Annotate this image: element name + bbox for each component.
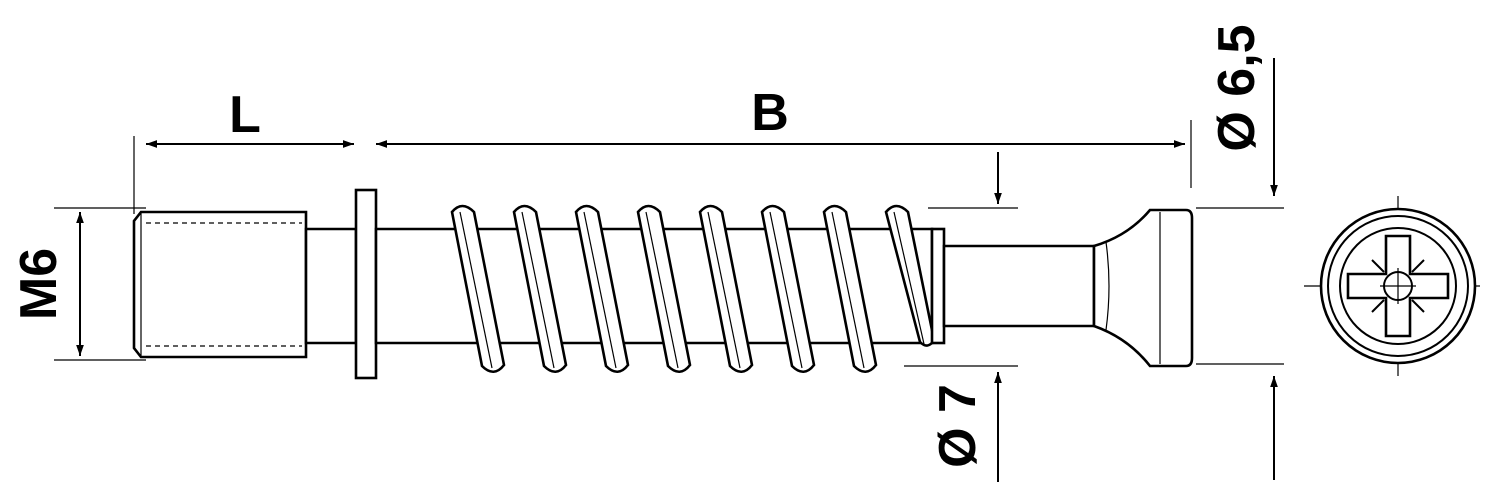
helical-thread	[450, 204, 936, 374]
dimension-m6-label: M6	[10, 248, 68, 320]
thread-end	[132, 210, 308, 359]
dimension-dia-6-5: Ø 6,5	[1196, 24, 1284, 480]
bolt-side-view	[132, 188, 1194, 380]
dimension-b-label: B	[751, 84, 789, 142]
dimension-dia-7: Ø 7	[904, 152, 1018, 482]
dimension-dia-6-5-label: Ø 6,5	[1208, 24, 1266, 151]
dimension-b: B	[376, 84, 1192, 188]
collar	[354, 188, 378, 380]
neck	[942, 244, 1096, 328]
dimension-l-label: L	[229, 86, 261, 144]
dimension-dia-7-label: Ø 7	[929, 384, 987, 468]
dimension-m6: M6	[10, 207, 146, 361]
bolt-head	[1092, 208, 1194, 368]
dimension-l: L	[133, 86, 354, 214]
head-end-view	[1304, 196, 1480, 376]
